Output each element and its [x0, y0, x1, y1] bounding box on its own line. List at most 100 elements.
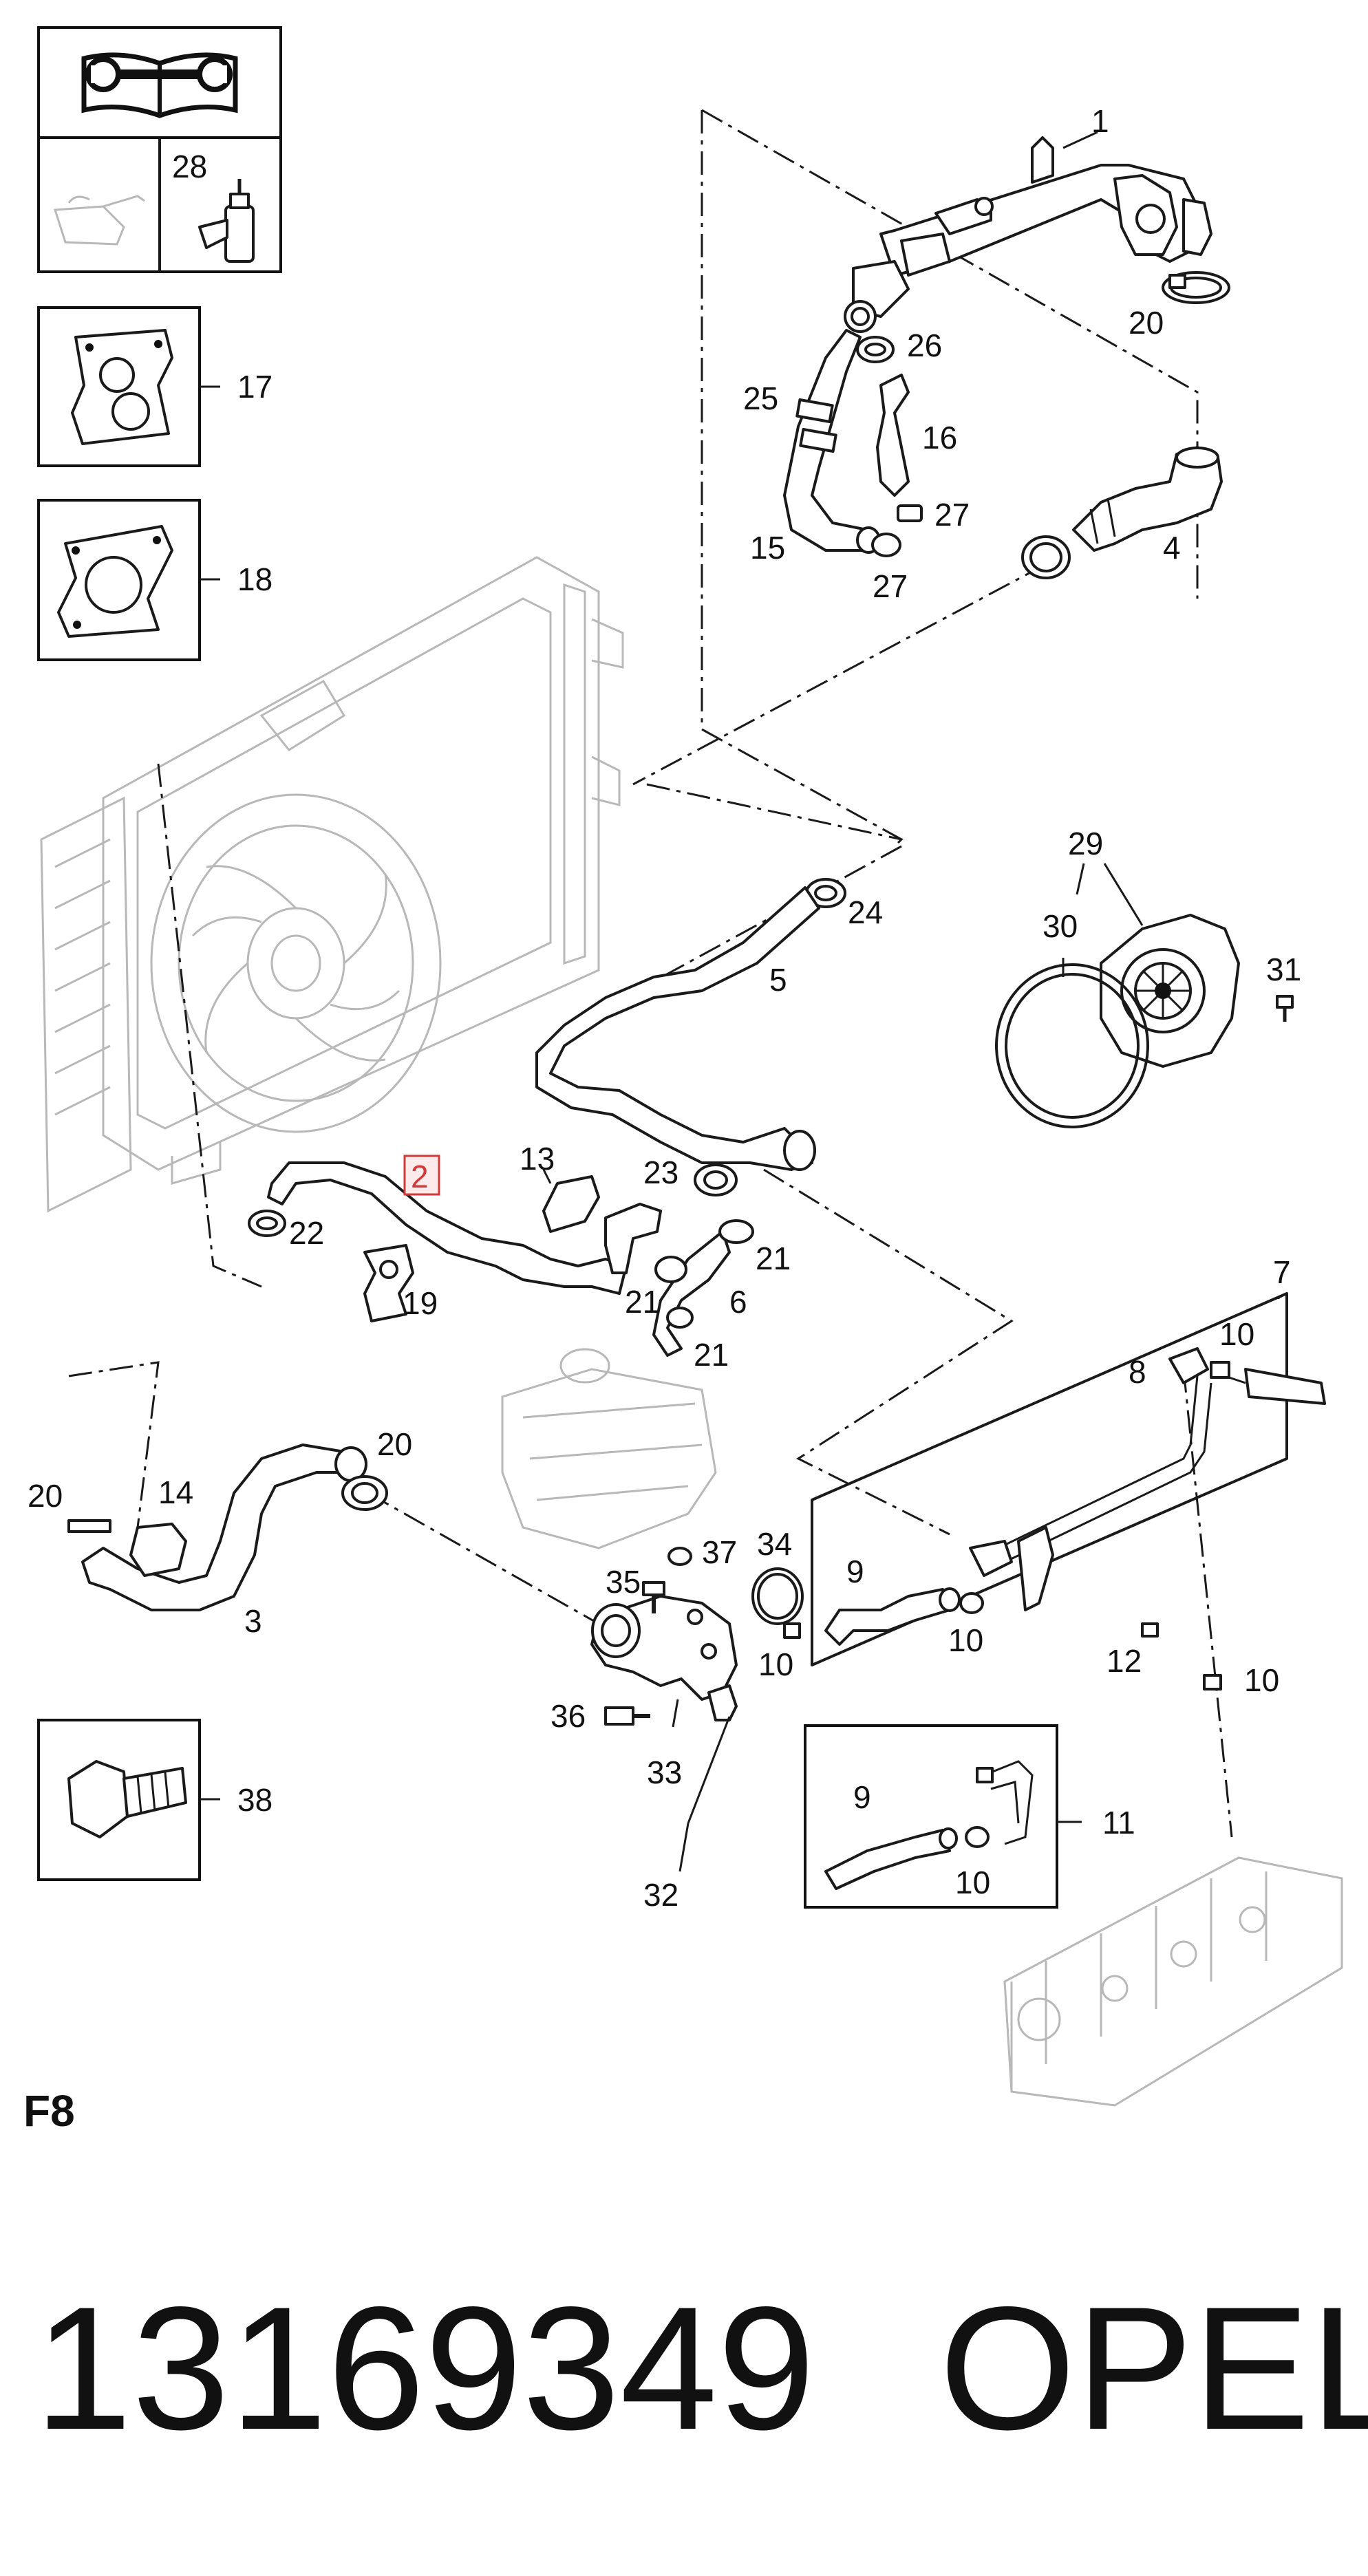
callout-28: 28 — [172, 149, 207, 184]
page-code: F8 — [23, 2086, 75, 2136]
book-wrench-icon — [81, 52, 238, 118]
part-10-nut-b — [959, 1592, 984, 1614]
part-3-hose — [81, 1443, 367, 1611]
brand-name: OPEL — [939, 2271, 1368, 2467]
callout-33: 33 — [647, 1754, 682, 1790]
callout-21-c: 21 — [694, 1337, 729, 1373]
legend-box-manual: 28 — [37, 26, 282, 273]
part-2-hose — [267, 1161, 628, 1295]
callout-14: 14 — [158, 1474, 193, 1510]
part-14-clip — [129, 1523, 187, 1577]
callout-12: 12 — [1107, 1643, 1142, 1679]
callout-36: 36 — [551, 1698, 586, 1734]
part-20-clamp-mid — [1021, 535, 1071, 579]
callout-5: 5 — [769, 962, 787, 998]
dash-lines — [68, 109, 1233, 1838]
part-32-thermostat-housing — [590, 1595, 738, 1872]
callout-2-highlight: 2 — [403, 1155, 440, 1196]
part-35-bolt — [642, 1581, 665, 1613]
callout-10-d: 10 — [758, 1646, 793, 1682]
callout-9-upper: 9 — [846, 1554, 864, 1589]
callout-31: 31 — [1266, 952, 1301, 987]
callout-27-upper: 27 — [934, 497, 970, 533]
callout-25: 25 — [743, 380, 778, 416]
callout-6: 6 — [729, 1284, 747, 1320]
part-20-clamp-left — [67, 1519, 111, 1533]
callout-4: 4 — [1163, 530, 1181, 566]
callout-27-lower: 27 — [873, 568, 908, 604]
callout-20-top: 20 — [1129, 305, 1164, 341]
callout-24: 24 — [848, 894, 883, 930]
callout-18: 18 — [237, 561, 272, 597]
part-19-bracket — [363, 1244, 414, 1322]
callout-11: 11 — [1102, 1805, 1135, 1840]
callout-10-a: 10 — [1219, 1316, 1254, 1352]
callout-3: 3 — [244, 1603, 262, 1639]
part-9-hose-upper — [824, 1587, 961, 1646]
callout-38: 38 — [237, 1782, 272, 1818]
callout-9-lower: 9 — [853, 1779, 871, 1815]
part-12-bolt — [1141, 1622, 1159, 1638]
part-4-hose — [1072, 446, 1223, 552]
callout-13: 13 — [520, 1141, 555, 1177]
part-27-clamp-upper — [897, 504, 923, 522]
callout-21-b: 21 — [756, 1241, 791, 1276]
part-20-clamp-mid-left — [341, 1475, 388, 1511]
part-37-washer — [667, 1547, 692, 1566]
part-30-oring — [995, 958, 1149, 1128]
part-23-clamp — [694, 1163, 738, 1196]
callout-34: 34 — [757, 1526, 792, 1562]
callout-1: 1 — [1091, 103, 1109, 139]
callout-22: 22 — [289, 1215, 324, 1251]
part-10-nut-a — [1210, 1361, 1230, 1379]
callout-20-mid: 20 — [377, 1426, 412, 1462]
part-1-coolant-pipe — [844, 131, 1212, 333]
part-15-hose — [783, 329, 881, 554]
part-29-water-pump — [1076, 863, 1240, 1068]
callout-15: 15 — [750, 530, 785, 566]
callout-20-left: 20 — [28, 1478, 63, 1514]
callout-7: 7 — [1273, 1254, 1291, 1290]
callout-10-c: 10 — [1244, 1662, 1279, 1698]
part-34-oring — [751, 1567, 804, 1625]
part-10-nut-c — [1203, 1674, 1222, 1690]
part-7-kit-box — [811, 1292, 1288, 1666]
callout-10-e: 10 — [955, 1865, 990, 1900]
oil-can-icon — [53, 195, 145, 246]
part-24-clamp — [805, 878, 846, 908]
part-38-bolt-box: 38 — [37, 1719, 272, 1881]
part-11-kit-box — [804, 1724, 1082, 1909]
callout-23: 23 — [643, 1155, 678, 1190]
callout-17: 17 — [237, 369, 272, 405]
part-26-clamp — [856, 336, 895, 363]
callout-8: 8 — [1129, 1354, 1146, 1390]
engine-block-ghost — [1003, 1856, 1343, 2107]
callout-32: 32 — [643, 1877, 678, 1913]
part-5-hose — [535, 886, 820, 1171]
callout-29: 29 — [1068, 826, 1103, 861]
callout-35: 35 — [606, 1564, 641, 1600]
part-31-bolt — [1276, 995, 1294, 1022]
legend-box-gasket-18: 18 — [37, 499, 272, 661]
legend-box-gasket-17: 17 — [37, 306, 272, 467]
part-20-clamp-top — [1162, 271, 1230, 304]
radiator-fan-ghost — [40, 556, 624, 1213]
part-10-nut-d — [783, 1622, 801, 1639]
expansion-tank-ghost — [501, 1348, 717, 1549]
part-36-sensor — [604, 1706, 650, 1726]
callout-2: 2 — [411, 1159, 429, 1194]
callout-19: 19 — [403, 1285, 438, 1321]
callout-10-b: 10 — [948, 1622, 983, 1658]
callout-16: 16 — [922, 420, 957, 455]
callout-30: 30 — [1043, 908, 1078, 944]
part-8-pipe — [969, 1347, 1326, 1611]
sealant-tube-icon — [198, 179, 255, 263]
part-number: 13169349 — [34, 2271, 815, 2467]
callout-26: 26 — [907, 328, 942, 363]
part-27-clamp-lower — [871, 533, 901, 557]
part-13-clip — [542, 1169, 600, 1233]
part-22-clamp — [248, 1210, 286, 1237]
callout-21-a: 21 — [625, 1284, 660, 1320]
part-6-connector — [604, 1203, 754, 1357]
